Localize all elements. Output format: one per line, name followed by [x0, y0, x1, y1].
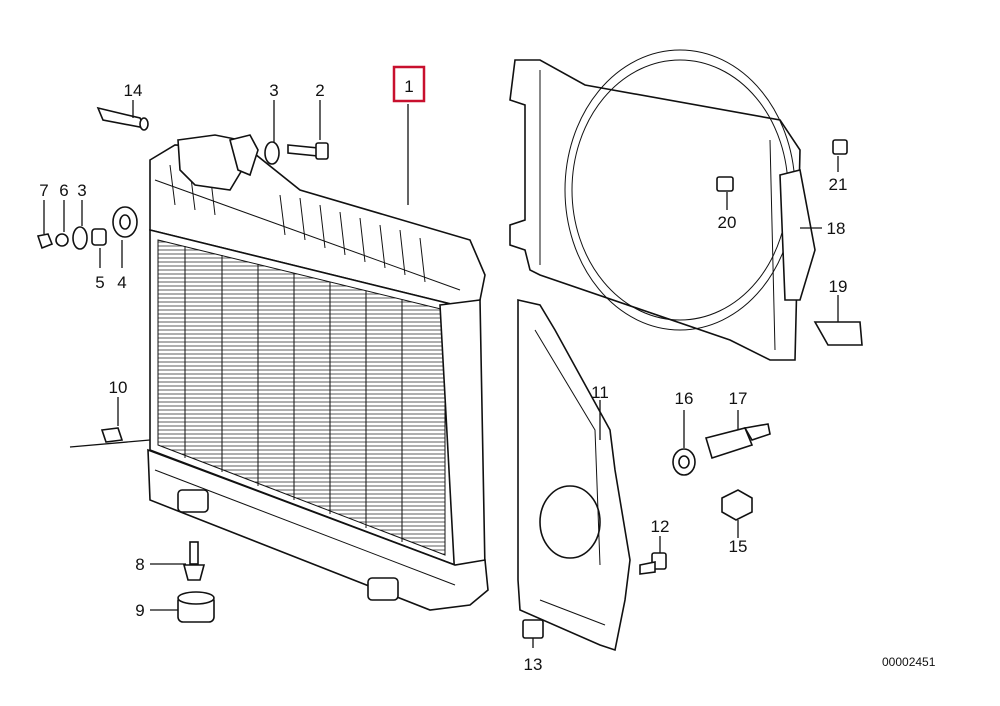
callout-11[interactable]: 11	[591, 383, 609, 402]
diagram-id: 00002451	[882, 655, 936, 669]
callout-9[interactable]: 9	[135, 601, 144, 620]
callout-13[interactable]: 13	[524, 655, 543, 674]
sleeve-14[interactable]	[96, 106, 149, 131]
temp-switch-17[interactable]	[704, 423, 771, 460]
mount-stack-left[interactable]	[36, 206, 138, 250]
highlight-box-1	[392, 65, 426, 103]
plug-15[interactable]	[721, 489, 753, 521]
fan-shroud[interactable]	[509, 49, 816, 361]
callout-4[interactable]: 4	[117, 273, 126, 292]
screw-12[interactable]	[639, 552, 667, 575]
callout-1[interactable]: 1	[404, 77, 413, 96]
callout-10[interactable]: 10	[109, 378, 128, 397]
callout-7[interactable]: 7	[39, 181, 48, 200]
rubber-mount-9[interactable]	[177, 591, 215, 623]
lower-shroud[interactable]	[517, 298, 631, 652]
clip-13[interactable]	[522, 619, 544, 639]
callout-2[interactable]: 2	[315, 81, 324, 100]
screw-21[interactable]	[832, 139, 848, 155]
radiator[interactable]	[147, 134, 489, 611]
callout-19[interactable]: 19	[829, 277, 848, 296]
clip-20[interactable]	[716, 176, 734, 192]
bolt-2[interactable]	[287, 142, 329, 160]
callout-14[interactable]: 14	[124, 81, 143, 100]
bracket-19[interactable]	[813, 321, 863, 346]
callout-20[interactable]: 20	[718, 213, 737, 232]
callout-16[interactable]: 16	[675, 389, 694, 408]
callout-17[interactable]: 17	[729, 389, 748, 408]
callout-3-top[interactable]: 3	[269, 81, 278, 100]
callout-8[interactable]: 8	[135, 555, 144, 574]
screw-10[interactable]	[100, 427, 124, 443]
washer-3-top[interactable]	[264, 141, 280, 165]
pin-8[interactable]	[182, 541, 206, 581]
callout-15[interactable]: 15	[729, 537, 748, 556]
seal-ring-16[interactable]	[672, 448, 696, 476]
callout-18[interactable]: 18	[827, 219, 846, 238]
callout-6[interactable]: 6	[59, 181, 68, 200]
callout-21[interactable]: 21	[829, 175, 848, 194]
leader-lines	[43, 100, 839, 648]
callout-5[interactable]: 5	[95, 273, 104, 292]
callout-3-left[interactable]: 3	[77, 181, 86, 200]
callout-12[interactable]: 12	[651, 517, 670, 536]
